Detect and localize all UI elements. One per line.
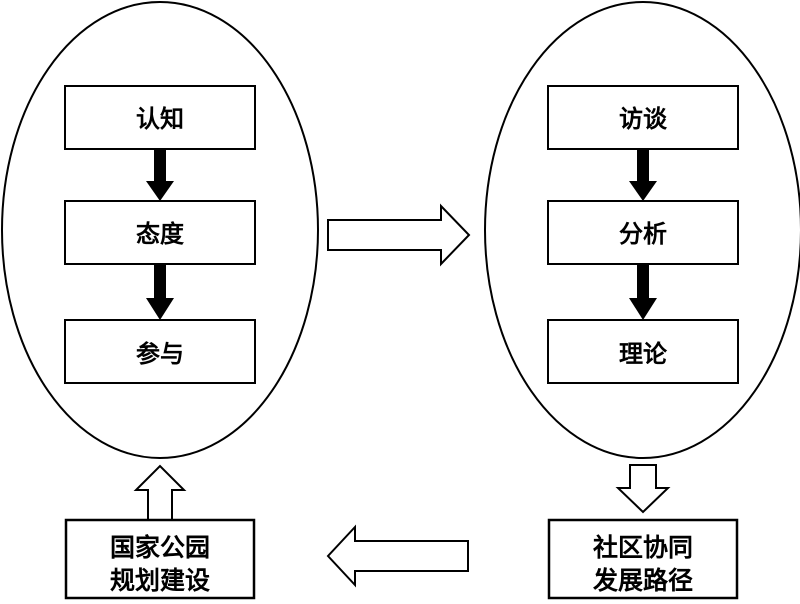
bottom-left-line-1: 国家公园: [110, 533, 210, 562]
bottom-left-box-group: 国家公园 规划建设: [64, 518, 256, 600]
bottom-right-box: [547, 518, 739, 600]
right-box-3-label: 理论: [619, 340, 668, 368]
left-ellipse-group: 认知 态度 参与: [1, 1, 319, 459]
right-arrow-1: [629, 149, 657, 201]
left-box-2-label: 态度: [136, 220, 185, 248]
left-box-1-label: 认知: [136, 105, 184, 133]
bottom-left-line-2: 规划建设: [110, 566, 210, 595]
left-box-1: [64, 85, 256, 150]
right-box-1: [547, 85, 739, 150]
bottom-left-box: [64, 518, 256, 600]
right-box-2-label: 分析: [619, 220, 667, 248]
hollow-arrow-left: [326, 524, 469, 588]
hollow-arrow-up: [133, 464, 187, 521]
left-box-3-label: 参与: [136, 340, 184, 368]
left-arrow-1: [146, 149, 174, 201]
right-ellipse-group: 访谈 分析 理论: [484, 1, 800, 459]
right-box-1-label: 访谈: [619, 105, 668, 133]
left-box-3: [64, 319, 256, 384]
hollow-arrow-down: [615, 464, 671, 514]
bottom-right-line-1: 社区协同: [593, 533, 693, 562]
right-arrow-2: [629, 264, 657, 320]
left-arrow-2: [146, 264, 174, 320]
hollow-arrow-right: [327, 203, 471, 267]
bottom-right-line-2: 发展路径: [592, 566, 693, 595]
right-box-2: [547, 200, 739, 265]
bottom-right-box-group: 社区协同 发展路径: [547, 518, 739, 600]
